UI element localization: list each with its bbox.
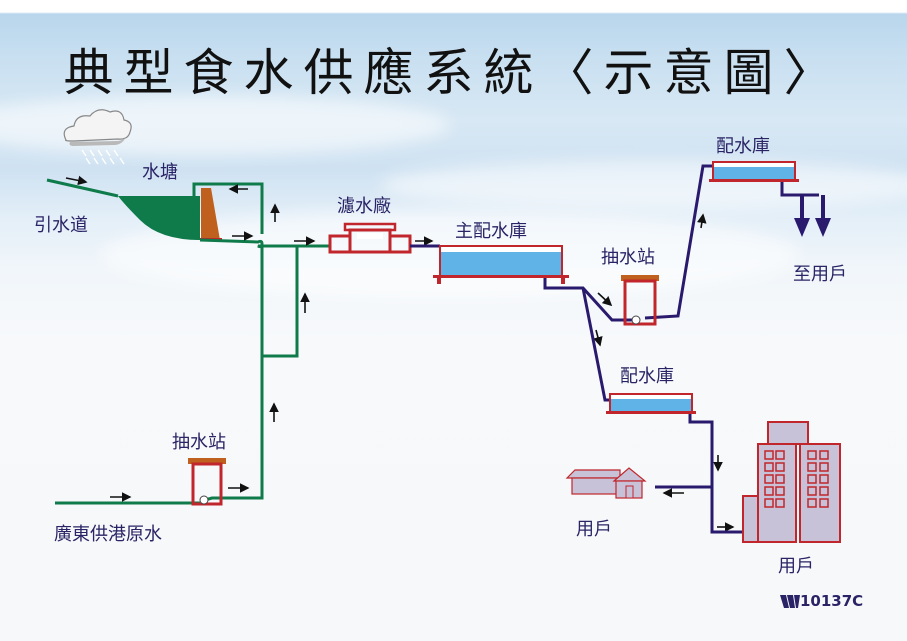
to-consumer-arrows	[794, 195, 831, 237]
service-reservoir-lower-icon	[606, 393, 696, 414]
page-title: 典型食水供應系統〈示意圖〉	[63, 44, 844, 102]
building-window	[764, 462, 774, 472]
building-window	[775, 498, 785, 508]
building-icon	[742, 421, 841, 543]
treatment-works-icon	[328, 222, 412, 254]
building-window	[819, 462, 829, 472]
building-window	[807, 450, 817, 460]
flow-arrows	[65, 175, 735, 532]
wsd-logo-icon	[780, 595, 800, 608]
building-window	[775, 486, 785, 496]
main-reservoir-icon	[433, 245, 569, 284]
sky-streak	[380, 160, 907, 210]
building-window	[764, 486, 774, 496]
raw-water-pipes	[55, 182, 330, 505]
label-dongjiang-water: 廣東供港原水	[54, 524, 162, 545]
building-window	[775, 450, 785, 460]
label-service-reservoir-upper: 配水庫	[716, 136, 770, 157]
label-pumping-station-upper: 抽水站	[601, 247, 655, 268]
pond-water-body	[118, 196, 200, 240]
building-window	[819, 498, 829, 508]
building-window	[807, 474, 817, 484]
label-consumer-building: 用戶	[778, 556, 814, 577]
building-window	[764, 450, 774, 460]
pumping-station-lower-icon	[188, 458, 226, 506]
rain-cloud-icon	[63, 109, 132, 165]
building-window	[819, 450, 829, 460]
building-window	[764, 474, 774, 484]
building-window	[819, 486, 829, 496]
intake-channel	[46, 178, 119, 198]
building-window	[807, 462, 817, 472]
pumping-station-upper-icon	[621, 275, 659, 326]
building-window	[807, 486, 817, 496]
label-consumer-house: 用戶	[576, 519, 612, 540]
dam	[201, 188, 220, 240]
label-service-reservoir-lower: 配水庫	[620, 366, 674, 387]
building-window	[819, 474, 829, 484]
building-window	[775, 462, 785, 472]
label-pond: 水塘	[142, 162, 178, 183]
label-main-reservoir: 主配水庫	[455, 221, 527, 242]
label-treatment-works: 濾水廠	[337, 196, 391, 217]
service-reservoir-upper-icon	[709, 161, 799, 182]
building-window	[807, 498, 817, 508]
label-to-consumers: 至用戶	[793, 264, 847, 285]
label-pumping-station-lower: 抽水站	[172, 432, 226, 453]
diagram-code: 10137C	[800, 592, 864, 610]
house-icon	[565, 467, 647, 499]
building-window	[764, 498, 774, 508]
label-intake: 引水道	[34, 215, 88, 236]
building-window	[775, 474, 785, 484]
